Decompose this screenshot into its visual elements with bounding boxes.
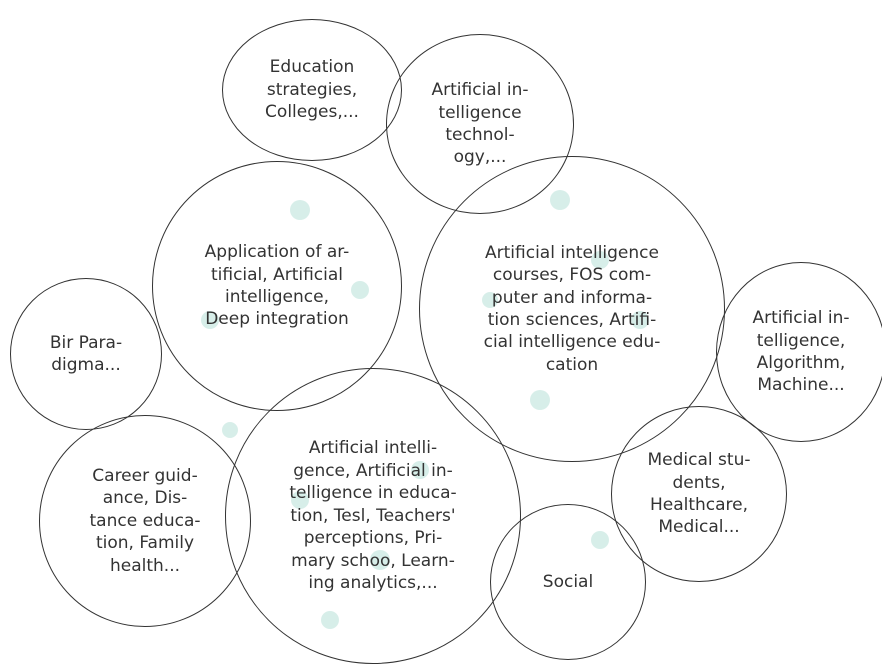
bubble-education-strategies[interactable]: Education strategies, Colleges,...: [222, 19, 402, 161]
bubble-label: Bir Para- digma...: [49, 332, 123, 375]
bubble-label: Application of ar- tificial, Artificial …: [204, 242, 350, 330]
bubble-label: Social: [542, 571, 594, 592]
bubble-ai-courses[interactable]: Artificial intelligence courses, FOS com…: [419, 156, 725, 462]
bubble-label: Education strategies, Colleges,...: [265, 57, 359, 123]
bubble-ai-algorithm[interactable]: Artificial in- telligence, Algorithm, Ma…: [716, 262, 882, 442]
bubble-ai-technology[interactable]: Artificial in- telligence technol- ogy,.…: [386, 34, 574, 214]
bubble-label: Artificial intelligence courses, FOS com…: [483, 242, 661, 375]
bubble-medical-students[interactable]: Medical stu- dents, Healthcare, Medical.…: [611, 406, 787, 582]
bubble-career-guidance[interactable]: Career guid- ance, Dis- tance educa- tio…: [39, 415, 251, 627]
bubble-label: Artificial in- telligence technol- ogy,.…: [431, 80, 529, 168]
bubble-label: Artificial intelli- gence, Artificial in…: [289, 438, 457, 594]
bubble-bir-paradigma[interactable]: Bir Para- digma...: [10, 278, 162, 430]
bubble-label: Medical stu- dents, Healthcare, Medical.…: [647, 450, 751, 538]
bubble-application-ai[interactable]: Application of ar- tificial, Artificial …: [152, 161, 402, 411]
bubble-label: Artificial in- telligence, Algorithm, Ma…: [752, 308, 850, 396]
bubble-ai-in-education[interactable]: Artificial intelli- gence, Artificial in…: [225, 368, 521, 664]
bubble-label: Career guid- ance, Dis- tance educa- tio…: [89, 465, 201, 576]
bubble-social[interactable]: Social: [490, 504, 646, 660]
